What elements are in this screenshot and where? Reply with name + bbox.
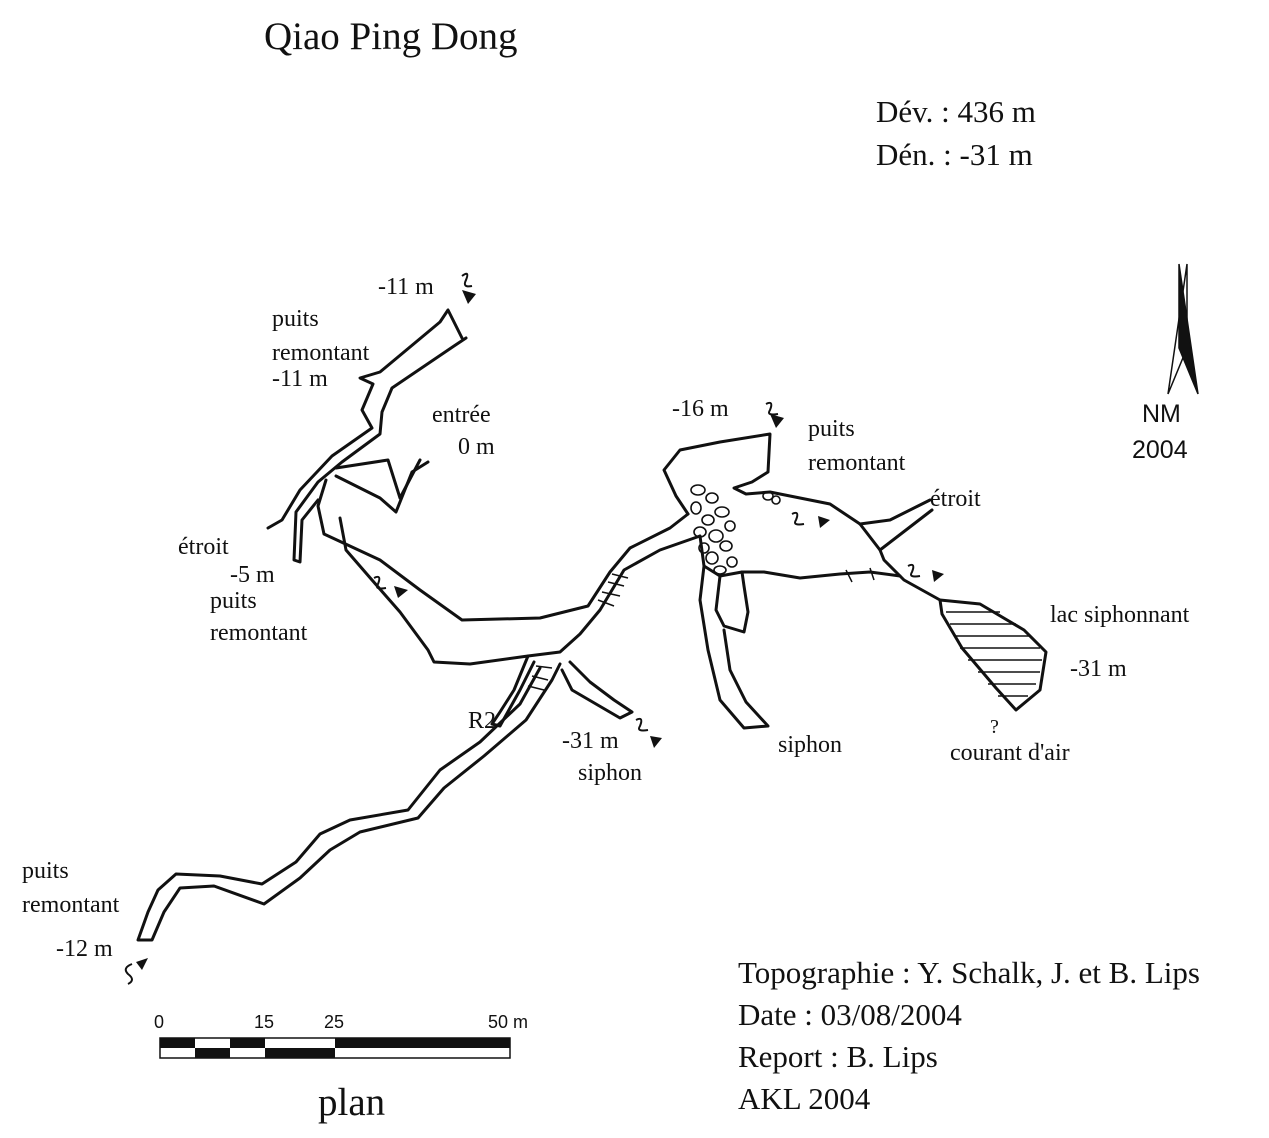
- label-narrow-right: étroit: [930, 486, 981, 512]
- label-puits-sw-1: puits: [22, 858, 69, 884]
- depth-label-siphon: -31 m: [562, 728, 619, 754]
- scale-tick-0: 0: [154, 1012, 165, 1032]
- siphon-east-passage: [698, 564, 770, 730]
- label-puits-left-2: remontant: [210, 620, 308, 646]
- chamber-lower: [714, 570, 750, 634]
- cave-stats: Dév. : 436 m Dén. : -31 m: [876, 90, 1036, 176]
- north-label: NM: [1142, 400, 1181, 428]
- north-year: 2004: [1132, 436, 1188, 464]
- scale-tick-50: 50 m: [488, 1012, 529, 1032]
- label-draught: courant d'air: [950, 740, 1070, 766]
- cave-depth: Dén. : -31 m: [876, 137, 1033, 172]
- label-puits-right-2: remontant: [808, 450, 906, 476]
- scale-tick-25: 25: [324, 1012, 345, 1032]
- survey-credit: Topographie : Y. Schalk, J. et B. Lips: [738, 955, 1200, 990]
- lake-outline: [938, 598, 1048, 712]
- depth-label-top: -11 m: [378, 274, 434, 300]
- label-puits-right-1: puits: [808, 416, 855, 442]
- south-west-passage-north: [136, 662, 562, 942]
- map-title: Qiao Ping Dong: [264, 15, 518, 58]
- depth-label-left: -5 m: [230, 562, 275, 588]
- scale-bar: 0 15 25 50 m: [152, 1012, 532, 1072]
- passage-top-branch-inner: [292, 336, 468, 564]
- depth-label-16: -16 m: [672, 396, 729, 422]
- expedition-name: AKL 2004: [738, 1081, 871, 1116]
- label-puits-top-1: puits: [272, 306, 319, 332]
- boulder-chamber-south: [698, 534, 902, 580]
- label-puits-left-1: puits: [210, 588, 257, 614]
- credits-block: Topographie : Y. Schalk, J. et B. Lips D…: [738, 952, 1200, 1120]
- label-siphon-1: siphon: [578, 760, 643, 786]
- boulder-chamber: [662, 432, 942, 602]
- depth-label-sw: -12 m: [56, 936, 113, 962]
- label-r2: R2: [468, 708, 497, 734]
- label-entrance: entrée: [432, 402, 491, 428]
- depth-label-lake: -31 m: [1070, 656, 1127, 682]
- narrow-branch-2: [878, 508, 934, 552]
- label-siphon-2: siphon: [778, 732, 843, 758]
- entrance-outline-2: [334, 460, 430, 514]
- development-length: Dév. : 436 m: [876, 94, 1036, 129]
- view-label: plan: [318, 1081, 386, 1124]
- report-credit: Report : B. Lips: [738, 1039, 938, 1074]
- entrance-outline: [334, 458, 422, 500]
- scale-bar-graphic: [159, 1037, 511, 1059]
- label-puits-top-2: remontant: [272, 340, 370, 366]
- survey-date: Date : 03/08/2004: [738, 997, 962, 1032]
- r2-passage: [490, 654, 536, 728]
- scale-tick-15: 15: [254, 1012, 275, 1032]
- narrow-branch: [858, 498, 932, 526]
- main-passage-north: [316, 478, 690, 622]
- depth-label-entrance: 0 m: [458, 434, 495, 460]
- siphon-branch: [560, 660, 634, 720]
- label-lake: lac siphonnant: [1050, 602, 1190, 628]
- label-question: ?: [990, 716, 999, 738]
- label-narrow-left: étroit: [178, 534, 229, 560]
- north-arrow-icon: [1167, 263, 1199, 395]
- passage-top-branch: [266, 308, 464, 530]
- north-arrow: NM 2004: [1120, 258, 1220, 478]
- label-puits-sw-2: remontant: [22, 892, 120, 918]
- depth-label-top-puits: -11 m: [272, 366, 328, 392]
